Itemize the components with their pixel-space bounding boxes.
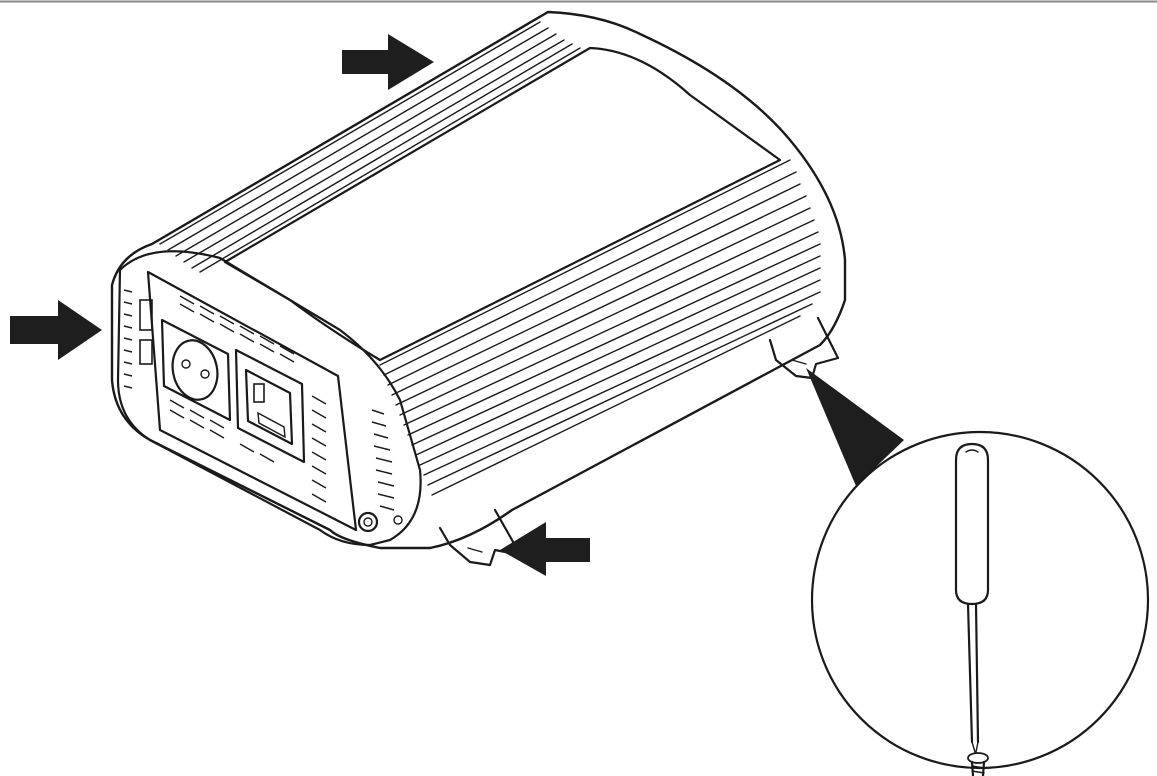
callout-pointer [806, 368, 904, 486]
detail-circle [810, 430, 1150, 770]
power-switch[interactable] [234, 348, 306, 464]
arrow-right-icon [342, 34, 434, 90]
airflow-arrow-bottom [500, 522, 590, 576]
side-fins [379, 159, 821, 496]
screw-icon [967, 752, 989, 776]
inverter-housing [110, 10, 847, 550]
detail-callout [806, 368, 1150, 776]
ac-outlet [160, 318, 232, 422]
front-panel [146, 270, 358, 532]
side-switches [139, 299, 153, 365]
airflow-arrow-left [10, 300, 102, 360]
arrow-right-icon [10, 300, 102, 360]
front-end-cap [116, 250, 422, 547]
ground-terminal [357, 511, 403, 533]
end-cap-right-vents [371, 409, 395, 511]
screwdriver-icon [954, 442, 990, 753]
end-cap-left-vents [123, 289, 133, 389]
arrow-right-icon [500, 522, 590, 576]
top-left-fins [159, 21, 581, 273]
inverter-unit [110, 10, 847, 567]
airflow-arrow-top [342, 34, 434, 90]
mounting-foot-rear [768, 316, 840, 380]
top-panel [223, 46, 782, 362]
front-vents [169, 295, 327, 503]
